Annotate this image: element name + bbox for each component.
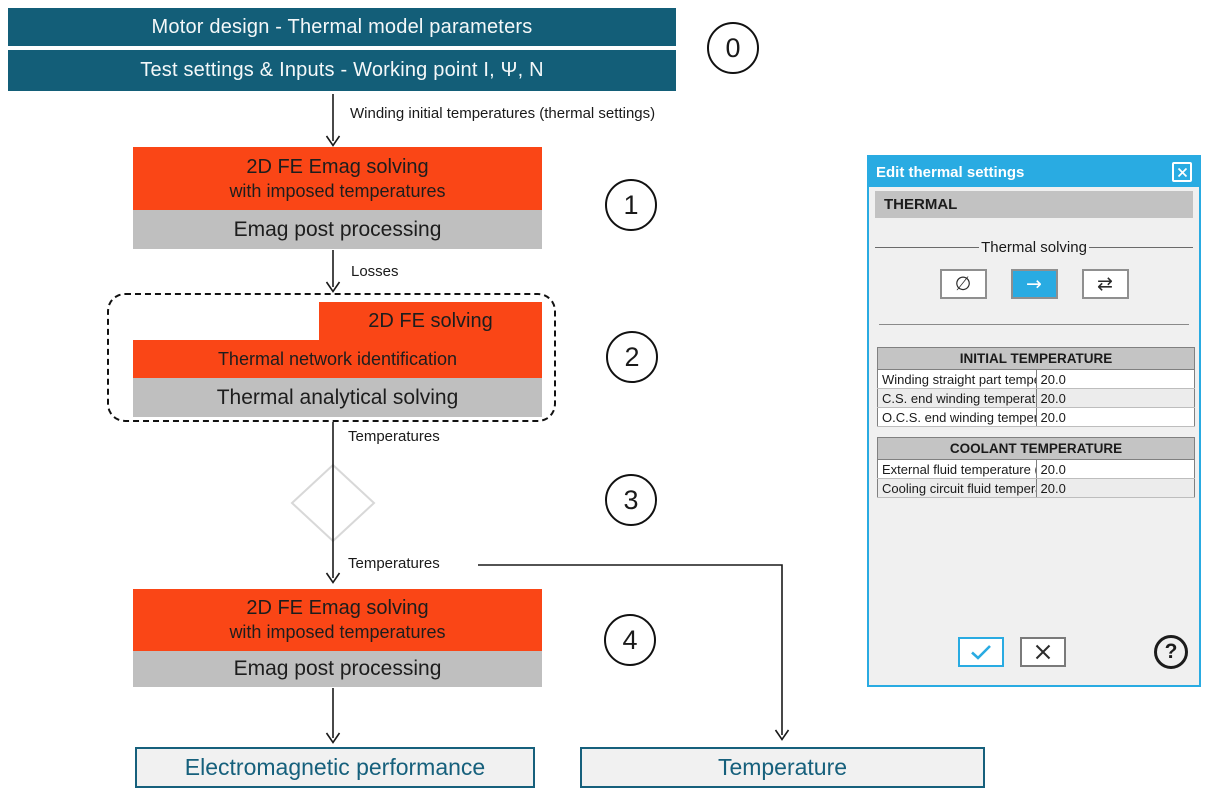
banner-test-settings: Test settings & Inputs - Working point I… [8,50,676,91]
close-icon[interactable] [1172,162,1192,182]
dialog-footer: ? [869,635,1199,669]
dialog-body: THERMAL Thermal solving ∅ → ⇄ [869,187,1199,685]
table-row: External fluid temperature (°C) 20.0 [877,459,1195,479]
table-row: Cooling circuit fluid temperature (°C) 2… [877,478,1195,498]
stage1-line2: with imposed temperatures [229,180,446,201]
dialog-title: Edit thermal settings [876,163,1025,181]
stage1-post-processing-box: Emag post processing [133,210,542,249]
stage1-emag-solving-box: 2D FE Emag solving with imposed temperat… [133,147,542,210]
banner-motor-design: Motor design - Thermal model parameters [8,8,676,46]
ok-button[interactable] [958,637,1004,667]
step-badge-1: 1 [605,179,657,231]
output-temperature-box: Temperature [580,747,985,788]
coolant-temperature-header: COOLANT TEMPERATURE [877,437,1195,460]
initial-temperature-table: INITIAL TEMPERATURE Winding straight par… [877,347,1195,427]
legend-line-left [875,247,980,248]
param-value-field[interactable]: 20.0 [1035,407,1195,427]
check-icon [971,645,991,660]
arrow-label-temperatures-mid: Temperatures [348,428,440,445]
section-divider [879,324,1189,325]
two-way-arrow-icon: ⇄ [1097,273,1113,295]
stage4-line1: 2D FE Emag solving [246,597,429,620]
stage4-emag-solving-box: 2D FE Emag solving with imposed temperat… [133,589,542,651]
param-value-field[interactable]: 20.0 [1035,369,1195,389]
param-value-field[interactable]: 20.0 [1035,388,1195,408]
dialog-titlebar[interactable]: Edit thermal settings [869,157,1199,187]
thermal-solving-none-button[interactable]: ∅ [939,269,987,299]
one-way-arrow-icon: → [1026,273,1042,295]
help-icon[interactable]: ? [1154,635,1188,669]
param-label: External fluid temperature (°C) [877,459,1037,479]
x-icon [1035,644,1051,660]
edit-thermal-settings-dialog: Edit thermal settings THERMAL Thermal so… [867,155,1201,687]
step-badge-0: 0 [707,22,759,74]
output-electromagnetic-performance-box: Electromagnetic performance [135,747,535,788]
stage2-fe-solving-box: 2D FE solving [319,302,542,340]
arrow-label-winding-initial-temperatures: Winding initial temperatures (thermal se… [350,105,656,122]
thermal-solving-bi-directional-button[interactable]: ⇄ [1081,269,1129,299]
decision-diamond [290,463,376,543]
thermal-solving-group-label: Thermal solving [981,239,1087,256]
thermal-solving-one-directional-button[interactable]: → [1010,269,1058,299]
legend-line-right [1088,247,1193,248]
param-label: Cooling circuit fluid temperature (°C) [877,478,1037,498]
thermal-section-header: THERMAL [875,191,1193,218]
initial-temperature-header: INITIAL TEMPERATURE [877,347,1195,370]
table-row: O.C.S. end winding temperature (°C) 20.0 [877,407,1195,427]
param-value-field[interactable]: 20.0 [1035,459,1195,479]
stage4-post-processing-box: Emag post processing [133,651,542,687]
param-label: Winding straight part temperature (°C) [877,369,1037,389]
table-row: C.S. end winding temperature (°C) 20.0 [877,388,1195,408]
arrow-label-losses: Losses [351,263,399,280]
stage1-line1: 2D FE Emag solving [246,155,429,178]
stage2-analytical-solving-box: Thermal analytical solving [133,378,542,417]
question-mark-glyph: ? [1164,640,1178,663]
stage2-network-identification-box: Thermal network identification [133,340,542,378]
cancel-button[interactable] [1020,637,1066,667]
param-label: O.C.S. end winding temperature (°C) [877,407,1037,427]
step-badge-3: 3 [605,474,657,526]
table-row: Winding straight part temperature (°C) 2… [877,369,1195,389]
thermal-solving-group-legend: Thermal solving [875,239,1193,256]
arrow-label-temperatures-out: Temperatures [348,555,440,572]
stage4-line2: with imposed temperatures [229,622,446,643]
param-label: C.S. end winding temperature (°C) [877,388,1037,408]
no-solving-icon: ∅ [954,273,972,295]
param-value-field[interactable]: 20.0 [1035,478,1195,498]
step-badge-2: 2 [606,331,658,383]
coolant-temperature-table: COOLANT TEMPERATURE External fluid tempe… [877,437,1195,498]
step-badge-4: 4 [604,614,656,666]
thermal-solving-options: ∅ → ⇄ [875,269,1193,299]
thermal-identification-group-outline [107,293,556,422]
